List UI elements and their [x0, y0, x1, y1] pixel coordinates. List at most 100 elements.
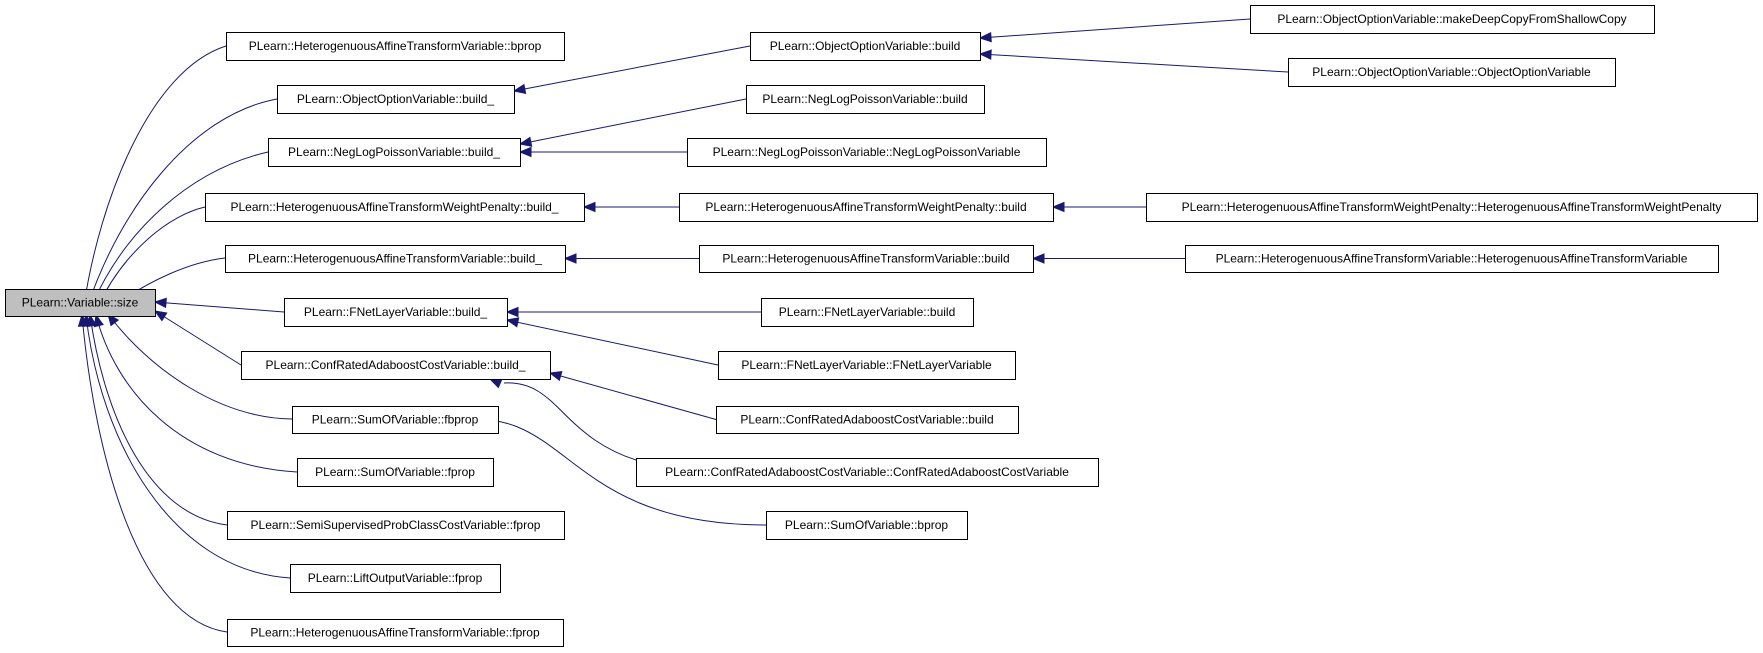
edge-d5-to-c5-arrowhead: [563, 253, 577, 264]
edge-d2-to-c3-arrowhead: [518, 136, 533, 147]
node-d2[interactable]: PLearn::NegLogPoissonVariable::build: [746, 85, 985, 114]
node-label: PLearn::HeterogenuousAffineTransformWeig…: [1182, 200, 1722, 214]
node-label: PLearn::SumOfVariable::bprop: [785, 518, 949, 532]
edge-d8-to-c7: [549, 372, 717, 420]
node-e4[interactable]: PLearn::HeterogenuousAffineTransformVari…: [1185, 245, 1719, 273]
node-label: PLearn::ObjectOptionVariable::ObjectOpti…: [1312, 65, 1591, 79]
node-label: PLearn::FNetLayerVariable::build_: [304, 305, 488, 319]
node-c9[interactable]: PLearn::SumOfVariable::fprop: [297, 458, 494, 487]
node-label: PLearn::HeterogenuousAffineTransformVari…: [248, 252, 542, 266]
node-label: PLearn::NegLogPoissonVariable::build: [762, 92, 967, 106]
node-c12[interactable]: PLearn::HeterogenuousAffineTransformVari…: [227, 619, 564, 647]
node-c11[interactable]: PLearn::LiftOutputVariable::fprop: [290, 564, 501, 593]
node-label: PLearn::NegLogPoissonVariable::NegLogPoi…: [713, 145, 1021, 159]
node-label: PLearn::ConfRatedAdaboostCostVariable::b…: [740, 413, 993, 427]
nodes-layer: PLearn::Variable::sizePLearn::Heterogenu…: [5, 5, 1758, 647]
edge-d8-to-c7-arrowhead: [548, 371, 563, 382]
node-label: PLearn::LiftOutputVariable::fprop: [308, 571, 483, 585]
node-box: [277, 85, 515, 114]
edge-d7-to-c6: [506, 319, 719, 366]
node-label: PLearn::HeterogenuousAffineTransformVari…: [250, 626, 540, 640]
node-box: [1146, 193, 1758, 222]
node-box: [1250, 5, 1655, 34]
node-label: PLearn::SumOfVariable::fbprop: [312, 413, 479, 427]
node-label: PLearn::NegLogPoissonVariable::build_: [288, 145, 500, 159]
node-root[interactable]: PLearn::Variable::size: [5, 289, 156, 317]
node-box: [227, 511, 565, 540]
edge-c12-to-root: [81, 314, 228, 633]
node-box: [766, 511, 968, 540]
node-e2[interactable]: PLearn::ObjectOptionVariable::ObjectOpti…: [1288, 58, 1616, 87]
node-label: PLearn::ConfRatedAdaboostCostVariable::b…: [266, 358, 526, 372]
edge-d4-to-c4-arrowhead: [582, 201, 596, 213]
node-box: [746, 85, 985, 114]
node-c4[interactable]: PLearn::HeterogenuousAffineTransformWeig…: [205, 193, 585, 222]
node-d3[interactable]: PLearn::NegLogPoissonVariable::NegLogPoi…: [687, 138, 1047, 167]
node-c6[interactable]: PLearn::FNetLayerVariable::build_: [284, 298, 508, 327]
edge-e2-to-d1-arrowhead: [978, 49, 992, 60]
node-label: PLearn::FNetLayerVariable::FNetLayerVari…: [741, 358, 992, 372]
edge-c6-to-root: [154, 301, 285, 313]
node-label: PLearn::ConfRatedAdaboostCostVariable::C…: [665, 465, 1069, 479]
node-e1[interactable]: PLearn::ObjectOptionVariable::makeDeepCo…: [1250, 5, 1655, 34]
edges-layer: [77, 18, 1289, 633]
node-box: [241, 351, 551, 380]
node-box: [5, 289, 156, 317]
edge-e2-to-d1: [979, 53, 1289, 73]
node-label: PLearn::ObjectOptionVariable::build: [770, 39, 961, 53]
node-label: PLearn::HeterogenuousAffineTransformWeig…: [231, 200, 559, 214]
node-c3[interactable]: PLearn::NegLogPoissonVariable::build_: [268, 138, 521, 167]
edge-d1-to-c2-arrowhead: [512, 83, 527, 94]
node-box: [290, 564, 501, 593]
edge-c4-to-root: [97, 206, 206, 307]
node-c8[interactable]: PLearn::SumOfVariable::fbprop: [292, 406, 499, 434]
edge-c8-to-root: [107, 313, 293, 420]
node-c10[interactable]: PLearn::SemiSupervisedProbClassCostVaria…: [227, 511, 565, 540]
node-d7[interactable]: PLearn::FNetLayerVariable::FNetLayerVari…: [718, 351, 1016, 380]
node-box: [718, 351, 1016, 380]
node-label: PLearn::HeterogenuousAffineTransformVari…: [1216, 252, 1688, 266]
node-box: [226, 32, 565, 61]
node-box: [1288, 58, 1616, 87]
node-label: PLearn::SumOfVariable::fprop: [315, 465, 475, 479]
node-c1[interactable]: PLearn::HeterogenuousAffineTransformVari…: [226, 32, 565, 61]
edge-e1-to-d1-arrowhead: [978, 31, 992, 43]
node-d5[interactable]: PLearn::HeterogenuousAffineTransformVari…: [699, 245, 1034, 273]
node-d1[interactable]: PLearn::ObjectOptionVariable::build: [750, 32, 981, 61]
node-label: PLearn::ObjectOptionVariable::makeDeepCo…: [1277, 12, 1626, 26]
node-label: PLearn::FNetLayerVariable::build: [779, 305, 956, 319]
edge-c3-to-root: [91, 151, 269, 306]
edge-c11-to-root: [85, 314, 291, 579]
edge-e4-to-d5-arrowhead: [1031, 253, 1045, 264]
node-c2[interactable]: PLearn::ObjectOptionVariable::build_: [277, 85, 515, 114]
edge-c12-to-root-arrowhead: [77, 313, 89, 327]
node-e3[interactable]: PLearn::HeterogenuousAffineTransformWeig…: [1146, 193, 1758, 222]
edge-c9-to-root: [95, 314, 298, 473]
node-box: [687, 138, 1047, 167]
node-label: PLearn::HeterogenuousAffineTransformVari…: [249, 39, 542, 53]
node-box: [750, 32, 981, 61]
node-d4[interactable]: PLearn::HeterogenuousAffineTransformWeig…: [679, 193, 1054, 222]
node-box: [636, 458, 1099, 487]
node-d9[interactable]: PLearn::ConfRatedAdaboostCostVariable::C…: [636, 458, 1099, 487]
node-d8[interactable]: PLearn::ConfRatedAdaboostCostVariable::b…: [716, 406, 1019, 434]
node-box: [227, 619, 564, 647]
edge-d7-to-c6-arrowhead: [505, 317, 520, 328]
edge-e1-to-d1: [979, 18, 1251, 39]
node-d6[interactable]: PLearn::FNetLayerVariable::build: [761, 298, 974, 327]
edge-c7-to-root-arrowhead: [153, 310, 168, 322]
edge-c7-to-root: [154, 310, 242, 366]
node-label: PLearn::ObjectOptionVariable::build_: [297, 92, 495, 106]
edge-e3-to-d4-arrowhead: [1051, 201, 1065, 213]
edge-c2-to-root: [87, 98, 278, 306]
node-label: PLearn::SemiSupervisedProbClassCostVaria…: [251, 518, 541, 532]
node-c7[interactable]: PLearn::ConfRatedAdaboostCostVariable::b…: [241, 351, 551, 380]
node-label: PLearn::HeterogenuousAffineTransformVari…: [722, 252, 1009, 266]
edge-d3-to-c3-arrowhead: [518, 146, 532, 158]
node-c5[interactable]: PLearn::HeterogenuousAffineTransformVari…: [225, 245, 566, 273]
edge-d9-to-c7: [503, 382, 647, 464]
node-box: [679, 193, 1054, 222]
edge-d9-to-c7-arrowhead: [488, 378, 503, 389]
node-d10[interactable]: PLearn::SumOfVariable::bprop: [766, 511, 968, 540]
edge-d6-to-c6-arrowhead: [505, 306, 519, 318]
